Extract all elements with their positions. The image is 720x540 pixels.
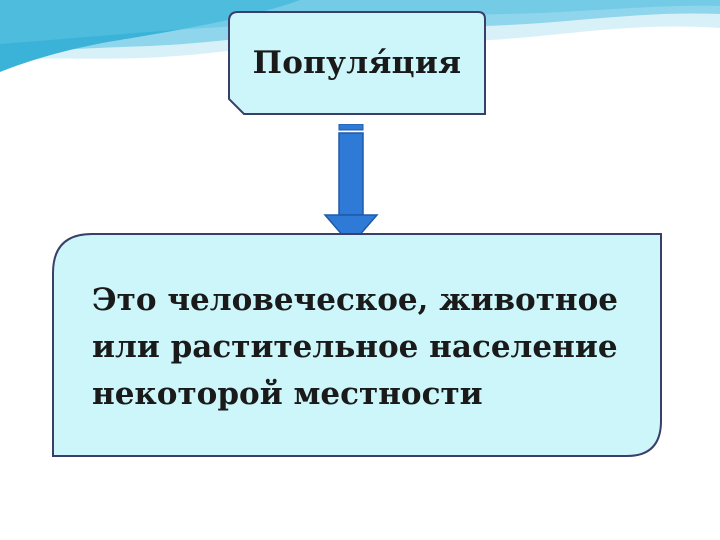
title-box-shape (228, 11, 486, 115)
down-arrow-icon (323, 124, 379, 247)
diagram-title: Популя́ция (252, 45, 462, 81)
title-box: Популя́ция (228, 11, 486, 115)
wave-accent (0, 0, 720, 44)
definition-line: или растительное население (92, 329, 618, 365)
arrow-cap (338, 124, 364, 131)
arrow-shaft (338, 132, 364, 216)
definition-box-shape (52, 233, 662, 457)
definition-line: Это человеческое, животное (92, 282, 619, 318)
arrow-head (323, 214, 379, 247)
definition-text: Это человеческое, животное или раститель… (92, 277, 652, 418)
definition-box: Это человеческое, животное или раститель… (52, 233, 663, 458)
definition-line: некоторой местности (92, 376, 483, 412)
